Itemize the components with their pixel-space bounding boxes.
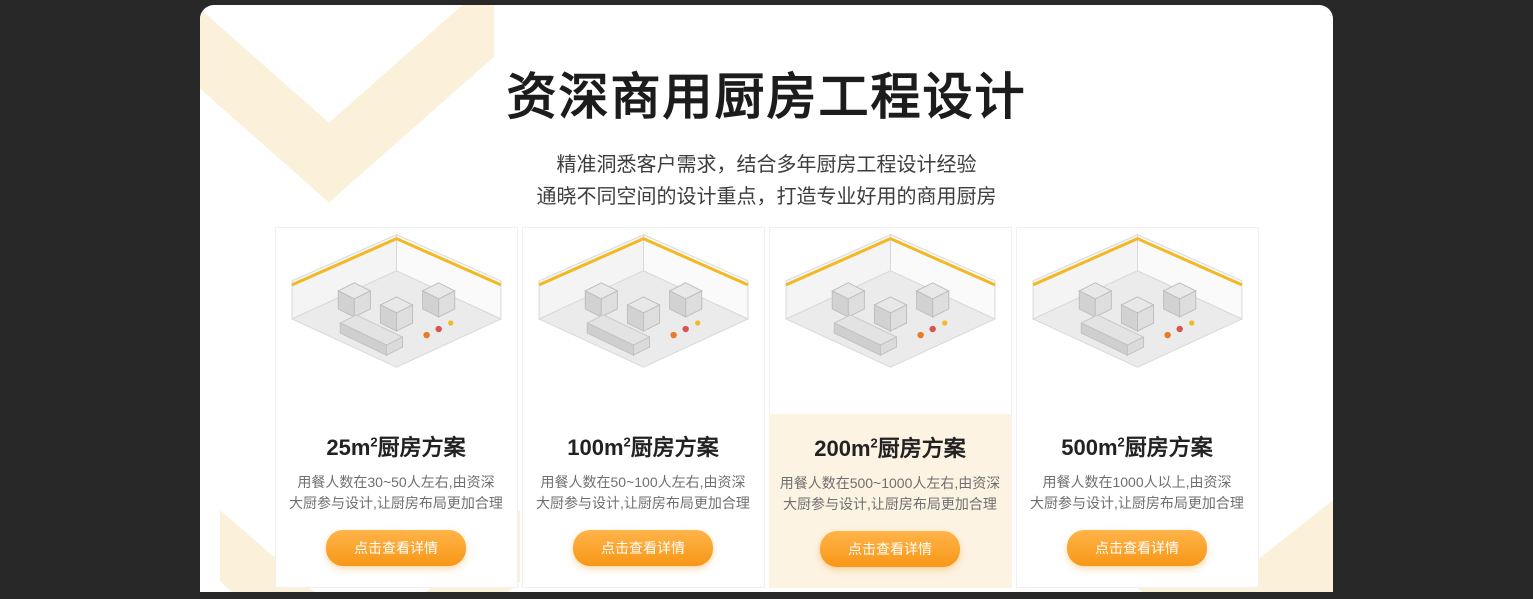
page-title: 资深商用厨房工程设计 <box>506 69 1027 125</box>
plan-description: 用餐人数在1000人以上,由资深 大厨参与设计,让厨房布局更加合理 <box>1030 474 1244 511</box>
content-panel: 资深商用厨房工程设计 精准洞悉客户需求，结合多年厨房工程设计经验 通晓不同空间的… <box>200 5 1333 592</box>
view-details-button[interactable]: 点击查看详情 <box>573 530 713 566</box>
plan-title: 25m2厨房方案 <box>326 434 466 460</box>
subtitle-line-2: 通晓不同空间的设计重点，打造专业好用的商用厨房 <box>536 186 997 208</box>
plan-cards-row: 25m2厨房方案 用餐人数在30~50人左右,由资深 大厨参与设计,让厨房布局更… <box>274 227 1259 588</box>
kitchen-plan-image <box>522 228 764 414</box>
page-subtitle: 精准洞悉客户需求，结合多年厨房工程设计经验 通晓不同空间的设计重点，打造专业好用… <box>200 149 1333 213</box>
kitchen-plan-card-100: 100m2厨房方案 用餐人数在50~100人左右,由资深 大厨参与设计,让厨房布… <box>521 227 765 588</box>
card-body: 200m2厨房方案 用餐人数在500~1000人左右,由资深 大厨参与设计,让厨… <box>768 414 1012 588</box>
plan-title: 500m2厨房方案 <box>1061 434 1213 460</box>
kitchen-plan-image <box>1016 228 1258 414</box>
plan-title: 200m2厨房方案 <box>814 435 966 461</box>
kitchen-plan-card-200: 200m2厨房方案 用餐人数在500~1000人左右,由资深 大厨参与设计,让厨… <box>768 227 1012 588</box>
plan-description: 用餐人数在30~50人左右,由资深 大厨参与设计,让厨房布局更加合理 <box>289 474 503 511</box>
plan-description: 用餐人数在50~100人左右,由资深 大厨参与设计,让厨房布局更加合理 <box>536 474 750 511</box>
kitchen-plan-card-25: 25m2厨房方案 用餐人数在30~50人左右,由资深 大厨参与设计,让厨房布局更… <box>274 227 518 588</box>
view-details-button[interactable]: 点击查看详情 <box>820 531 960 567</box>
kitchen-plan-card-500: 500m2厨房方案 用餐人数在1000人以上,由资深 大厨参与设计,让厨房布局更… <box>1015 227 1259 588</box>
view-details-button[interactable]: 点击查看详情 <box>1067 530 1207 566</box>
card-body: 500m2厨房方案 用餐人数在1000人以上,由资深 大厨参与设计,让厨房布局更… <box>1017 414 1258 586</box>
view-details-button[interactable]: 点击查看详情 <box>326 530 466 566</box>
card-body: 100m2厨房方案 用餐人数在50~100人左右,由资深 大厨参与设计,让厨房布… <box>523 414 764 586</box>
kitchen-plan-image <box>275 228 517 414</box>
plan-description: 用餐人数在500~1000人左右,由资深 大厨参与设计,让厨房布局更加合理 <box>779 475 1001 512</box>
card-body: 25m2厨房方案 用餐人数在30~50人左右,由资深 大厨参与设计,让厨房布局更… <box>276 414 517 586</box>
kitchen-plan-image <box>769 228 1011 414</box>
section-header: 资深商用厨房工程设计 精准洞悉客户需求，结合多年厨房工程设计经验 通晓不同空间的… <box>200 5 1333 213</box>
subtitle-line-1: 精准洞悉客户需求，结合多年厨房工程设计经验 <box>556 154 977 176</box>
plan-title: 100m2厨房方案 <box>567 434 719 460</box>
